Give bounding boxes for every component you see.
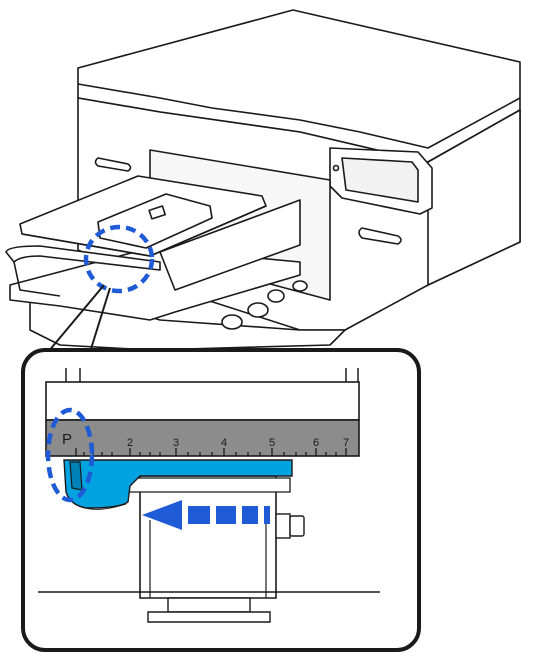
dashed-arrow-left-icon: [142, 500, 270, 530]
platen-bar: [45, 381, 360, 421]
control-screen: [341, 157, 419, 203]
scale-ticks: [75, 448, 347, 456]
callout-line: [89, 287, 111, 353]
platen-block-tab: [148, 205, 167, 220]
scale-mark-label: 7: [343, 437, 349, 449]
callout-line: [47, 284, 105, 353]
lever-tip: [69, 461, 83, 491]
scale-mark-label: 3: [173, 437, 179, 449]
power-button-icon: [332, 164, 340, 172]
front-button-icon: [292, 280, 308, 292]
platen-frame: [5, 245, 161, 271]
side-slot: [358, 227, 402, 245]
knob: [275, 513, 291, 539]
scale-mark-label: 5: [269, 437, 275, 449]
scale-mark-label: 2: [127, 437, 133, 449]
tray-support: [159, 199, 301, 291]
highlight-circle-icon: [83, 224, 155, 294]
printer-lid: [77, 9, 521, 149]
knob-cap: [289, 515, 305, 537]
scale-mark-label: 4: [221, 437, 227, 449]
printer-illustration: [5, 9, 521, 351]
mechanism-upper: [125, 477, 291, 493]
platen-block: [97, 193, 213, 249]
scale-label-p: P: [62, 431, 72, 448]
lever-shadow: [85, 503, 127, 510]
front-slot: [94, 157, 132, 172]
platen-frame-arm: [13, 261, 61, 297]
mechanism-housing: [139, 475, 277, 599]
p-highlight-circle-icon: [45, 407, 95, 503]
front-button-icon: [221, 314, 243, 330]
mechanism-foot: [167, 597, 251, 613]
mechanism-base: [147, 611, 271, 623]
detail-view: P 2 3 4 5 6 7: [38, 368, 380, 623]
front-button-icon: [247, 302, 269, 318]
front-button-icon: [267, 289, 285, 303]
printer-side: [427, 109, 521, 286]
scale-mark-label: 6: [313, 437, 319, 449]
scale-band: [45, 419, 360, 457]
